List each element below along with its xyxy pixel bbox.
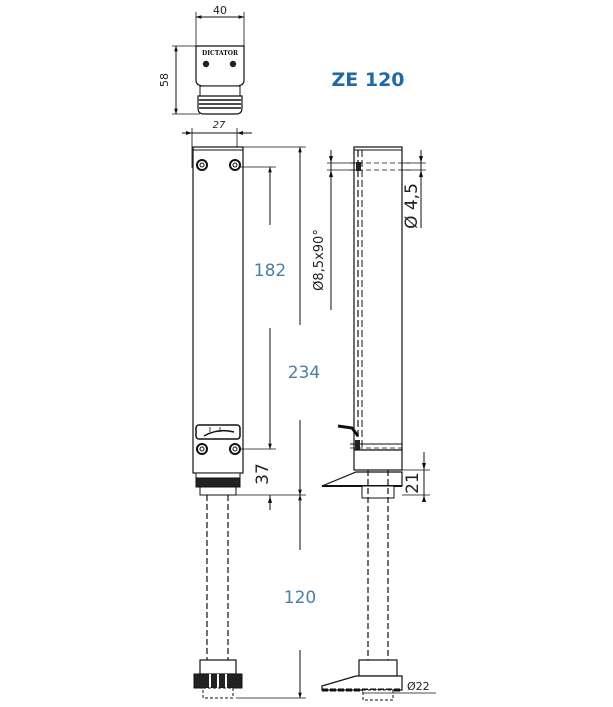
rod-diameter-label: Ø22 xyxy=(407,680,430,693)
front-view: 27 xyxy=(182,120,320,699)
model-title: ZE 120 xyxy=(331,69,404,91)
hole-diameter-label: Ø 4,5 xyxy=(402,183,422,229)
dim-37: 37 xyxy=(253,463,273,485)
dim-21: 21 xyxy=(403,472,423,494)
screw-hole-icon xyxy=(229,60,237,68)
dim-120: 120 xyxy=(284,588,316,608)
dim-182: 182 xyxy=(254,261,286,281)
top-height-label: 58 xyxy=(158,73,171,87)
side-view: Ø8,5x90° Ø 4,5 21 Ø22 xyxy=(312,146,436,701)
top-width-label: 40 xyxy=(213,4,227,17)
screw-hole-icon xyxy=(202,60,210,68)
brand-label: DICTATOR xyxy=(202,50,239,57)
countersink-label: Ø8,5x90° xyxy=(312,229,327,291)
top-view: 40 58 DICTATOR xyxy=(158,4,245,115)
hole-spacing-label: 27 xyxy=(213,120,226,131)
dim-234: 234 xyxy=(288,363,320,383)
